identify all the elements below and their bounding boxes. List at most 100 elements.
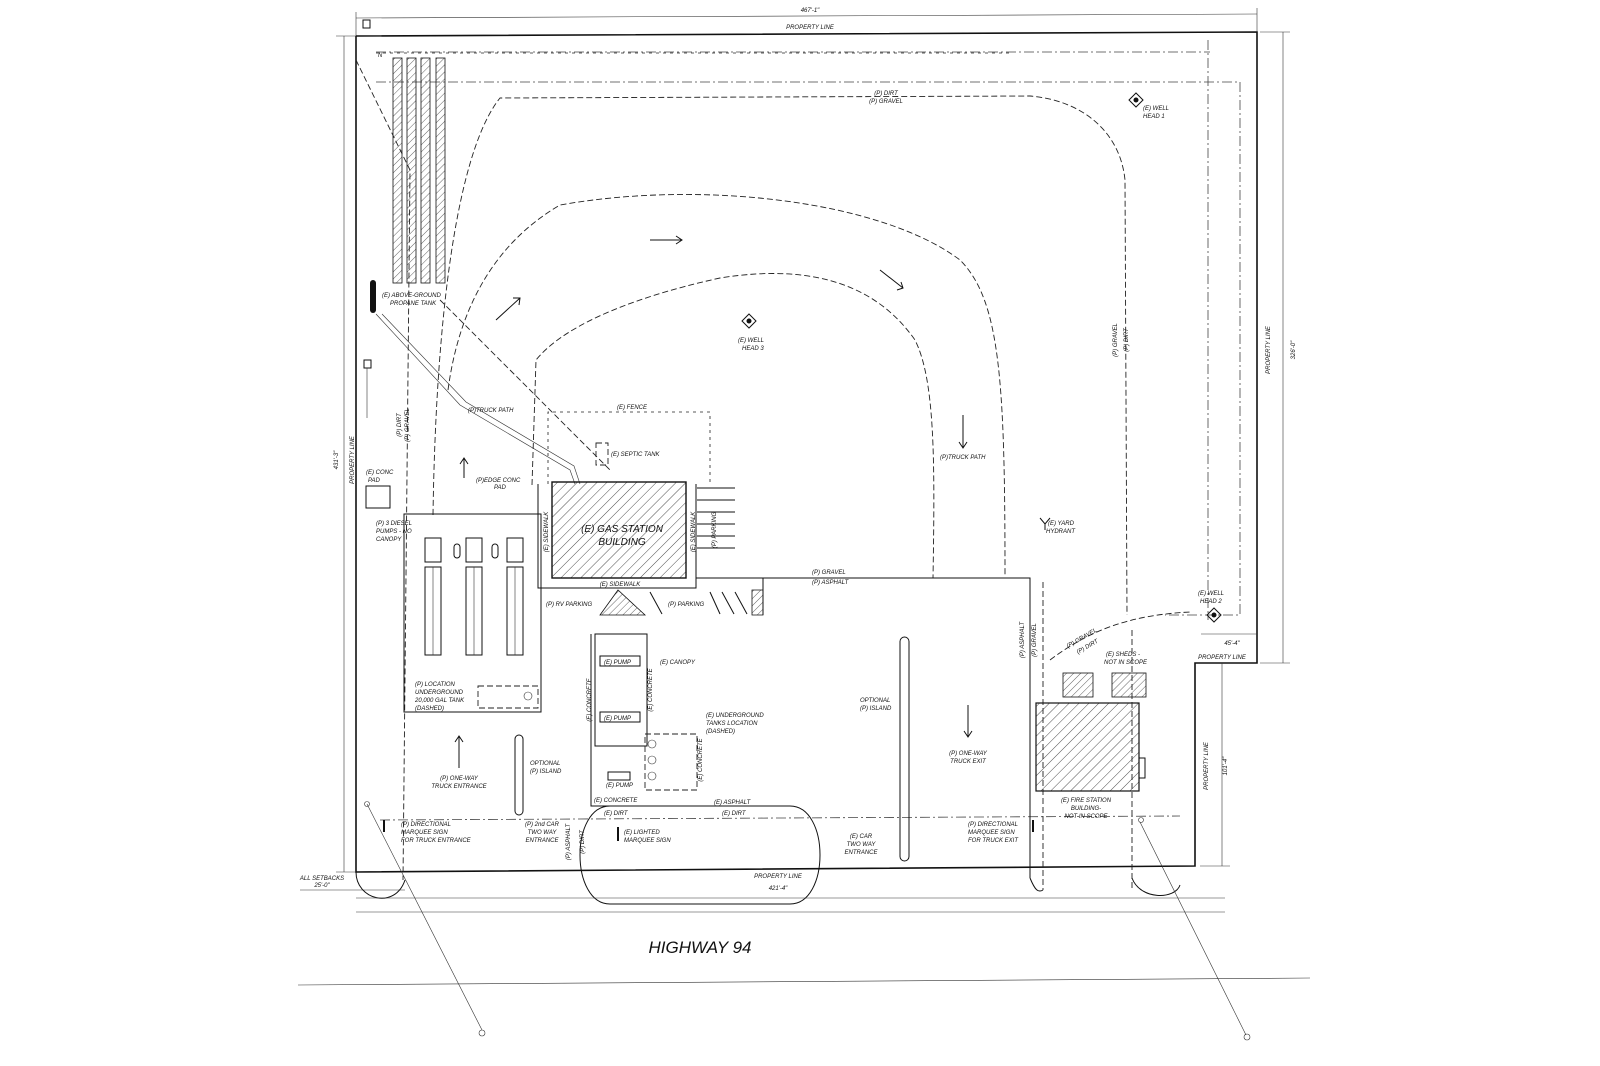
canopy-label: (E) CANOPY	[660, 660, 696, 666]
marquee-sign-right	[1032, 820, 1034, 832]
shed-2	[1111, 672, 1147, 698]
conc-pad-label-1: (E) CONC	[366, 470, 394, 476]
asphalt-v-right-label: (P) ASPHALT	[1020, 620, 1026, 658]
parking-right-label: (P) PARKING	[712, 512, 718, 549]
setback-note: ALL SETBACKS 25'-0"	[299, 876, 405, 891]
septic-tank	[595, 442, 609, 466]
marquee-right-label-2: MARQUEE SIGN	[968, 830, 1015, 836]
ug-proposed-label-1: (P) LOCATION	[415, 682, 456, 688]
island-right-label-1: OPTIONAL	[860, 698, 890, 704]
left-dimension: 431'-3"	[334, 35, 356, 873]
edge-conc-label-1: (P)EDGE CONC	[476, 478, 521, 484]
existing-underground-tanks	[644, 733, 698, 791]
diesel-label-1: (P) 3 DIESEL	[376, 521, 412, 527]
dirt-top-label: (P) DIRT	[874, 91, 899, 97]
well-head-3-icon	[741, 313, 757, 329]
dirt-bottom-right-label: (E) DIRT	[722, 811, 747, 817]
island-left-label-1: OPTIONAL	[530, 761, 560, 767]
marquee-left-label-2: MARQUEE SIGN	[401, 830, 448, 836]
dirt-left-label: (P) DIRT	[397, 412, 403, 437]
pump-2-label: (E) PUMP	[604, 716, 631, 722]
fence-label: (E) FENCE	[617, 405, 648, 411]
asphalt-bottom-label: (E) ASPHALT	[714, 800, 752, 806]
diesel-label-2: PUMPS - NO	[376, 529, 412, 535]
pump-1-label: (E) PUMP	[604, 660, 631, 666]
lighted-sign-label-1: (E) LIGHTED	[624, 830, 660, 836]
lighted-sign-label-2: MARQUEE SIGN	[624, 838, 671, 844]
well1-label-1: (E) WELL	[1143, 106, 1169, 112]
north-marker-text: N	[378, 53, 383, 59]
well2-label-1: (E) WELL	[1198, 591, 1224, 597]
direction-arrows	[454, 235, 973, 768]
concrete-v2-label: (E) CONCRETE	[648, 667, 654, 711]
setback-text-2: 25'-0"	[313, 883, 330, 889]
truck-path-label-1: (P)TRUCK PATH	[468, 408, 514, 414]
marquee-left-label-1: (P) DIRECTIONAL	[401, 822, 451, 828]
ug-tanks-label-2: TANKS LOCATION	[706, 721, 758, 727]
propane-tank	[370, 280, 376, 313]
lower-parking	[599, 589, 764, 616]
bottom-dimension-text: 421'-4"	[769, 886, 788, 892]
yard-hydrant-label-2: HYDRANT	[1046, 529, 1076, 535]
ug-tanks-label-3: (DASHED)	[706, 729, 735, 735]
second-car-label-3: ENTRANCE	[525, 838, 559, 844]
marquee-right-label-1: (P) DIRECTIONAL	[968, 822, 1018, 828]
truck-path-label-2: (P)TRUCK PATH	[940, 455, 986, 461]
asphalt-v-bottom-label: (P) ASPHALT	[566, 822, 572, 860]
propane-label-1: (E) ABOVE-GROUND	[382, 293, 441, 299]
property-line-top: PROPERTY LINE	[786, 25, 835, 31]
diesel-label-3: CANOPY	[376, 537, 402, 543]
fire-station-label-2: BUILDING-	[1071, 806, 1101, 812]
sheds-label-2: NOT IN SCOPE	[1104, 660, 1148, 666]
yard-hydrant-label-1: (E) YARD	[1048, 521, 1075, 527]
well-head-2-icon	[1206, 607, 1222, 623]
conc-pad	[365, 485, 391, 509]
right-parking	[697, 487, 735, 549]
right-lower-dimension-text: 101'-4"	[1223, 756, 1229, 775]
fire-station-label-3: NOT IN SCOPE	[1064, 814, 1108, 820]
truck-entrance-label-1: (P) ONE-WAY	[440, 776, 479, 782]
right-dimension: 326'-0" 45'-4" 101'-4"	[1200, 31, 1297, 867]
highway-label: HIGHWAY 94	[649, 938, 752, 957]
ug-proposed-label-3: 20,000 GAL TANK	[414, 698, 465, 704]
island-left-label-2: (P) ISLAND	[530, 769, 562, 775]
pump-1	[599, 655, 641, 667]
ug-proposed-label-2: UNDERGROUND	[415, 690, 464, 696]
sheds-label-1: (E) SHEDS -	[1106, 652, 1140, 658]
optional-island-left	[514, 734, 524, 816]
right-offset-text: 45'-4"	[1224, 641, 1240, 647]
right-dimension-text: 326'-0"	[1291, 340, 1297, 359]
gas-station-label-1: (E) GAS STATION	[581, 524, 664, 535]
second-car-label-2: TWO WAY	[528, 830, 558, 836]
marquee-sign-left	[383, 820, 385, 832]
proposed-underground-tank	[477, 685, 539, 709]
well3-label-2: HEAD 3	[742, 346, 764, 352]
yard-hydrant-icon	[1039, 517, 1051, 530]
top-dimension-text: 467'-1"	[801, 8, 820, 14]
marquee-left-label-3: FOR TRUCK ENTRANCE	[401, 838, 472, 844]
propane-label-2: PROPANE TANK	[390, 301, 437, 307]
gravel-left-label: (P) GRAVEL	[405, 408, 411, 442]
well1-label-2: HEAD 1	[1143, 114, 1165, 120]
fence-line	[547, 411, 711, 484]
well3-label-1: (E) WELL	[738, 338, 764, 344]
gravel-top-label: (P) GRAVEL	[869, 99, 903, 105]
sidewalk-bottom-label: (E) SIDEWALK	[600, 582, 642, 588]
car-entrance-label-1: (E) CAR	[850, 834, 873, 840]
property-line-left: PROPERTY LINE	[350, 435, 356, 484]
sidewalk-right-label: (E) SIDEWALK	[691, 511, 697, 553]
setback-text-1: ALL SETBACKS	[299, 876, 344, 882]
property-line-right-step: PROPERTY LINE	[1198, 655, 1247, 661]
outer-gravel-loop	[432, 95, 1128, 616]
car-driveway	[579, 805, 821, 905]
car-entrance-label-2: TWO WAY	[847, 842, 877, 848]
sidewalk-left-label: (E) SIDEWALK	[544, 511, 550, 553]
ug-tanks-label-1: (E) UNDERGROUND	[706, 713, 764, 719]
gravel-mid-label: (P) GRAVEL	[812, 570, 846, 576]
inner-truck-loop	[531, 273, 935, 579]
mid-truck-loop	[447, 194, 1006, 576]
shed-1	[1062, 672, 1094, 698]
marquee-right-label-3: FOR TRUCK EXIT	[968, 838, 1019, 844]
optional-island-right	[899, 636, 910, 862]
well-head-1-icon	[1128, 92, 1144, 108]
